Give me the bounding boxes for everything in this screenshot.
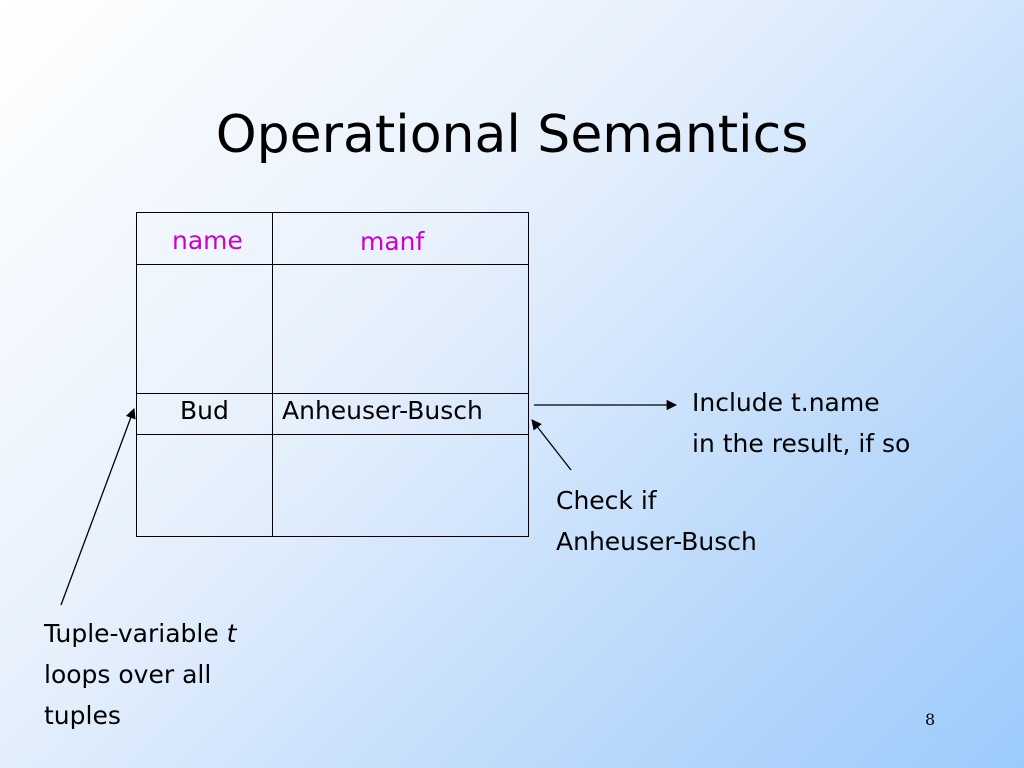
row-divider-bottom [136,434,529,435]
table-border-bottom [136,536,529,537]
column-divider [272,212,273,537]
header-divider [136,264,529,265]
tuple-label-line2: loops over all [44,660,212,689]
tuple-label-line3: tuples [44,701,121,730]
include-label-line2: in the result, if so [692,429,911,458]
check-label-line1: Check if [556,486,657,515]
tuple-variable-name: t [226,619,237,648]
table-border-top [136,212,529,213]
slide-title: Operational Semantics [215,105,809,165]
cell-name-value: Bud [180,396,229,425]
cell-manf-value: Anheuser-Busch [282,396,483,425]
tuple-label-line1: Tuple-variable t [44,614,236,654]
table-border-left [136,212,137,537]
column-header-manf: manf [360,227,425,256]
relation-table: name manf Bud Anheuser-Busch [136,212,529,537]
tuple-label-prefix: Tuple-variable [44,619,227,648]
include-label-line1: Include t.name [692,388,880,417]
column-header-name: name [172,226,243,255]
row-divider-top [136,393,529,394]
table-border-right [528,212,529,537]
page-number: 8 [925,710,936,729]
arrow-check [531,419,572,471]
check-label-line2: Anheuser-Busch [556,527,757,556]
arrow-tuple-variable [60,408,136,606]
